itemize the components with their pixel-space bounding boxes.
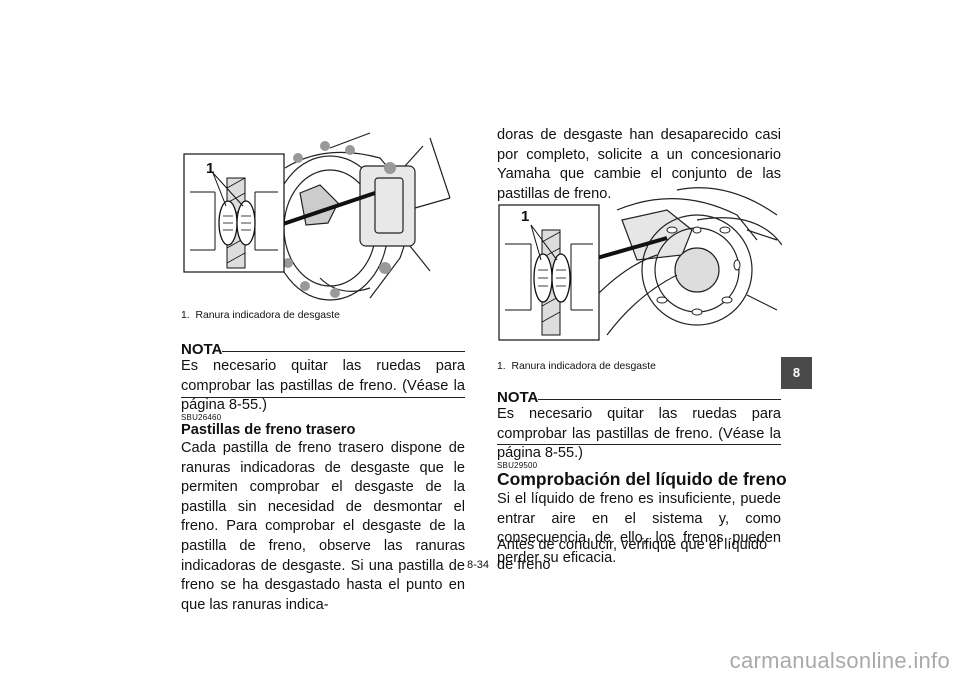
section-title: Pastillas de freno trasero — [181, 422, 356, 438]
nota-text: Es necesario quitar las ruedas para comp… — [181, 358, 465, 414]
figure-label: 1 — [521, 208, 530, 225]
section-code: SBU26460 — [181, 413, 222, 422]
section-text: Si el líquido de freno es insuficiente, … — [497, 491, 781, 566]
caption-number: 1. — [181, 310, 190, 321]
section-code: SBU29500 — [497, 461, 538, 470]
chapter-tab: 8 — [781, 357, 812, 389]
page-number: 8-34 — [467, 559, 490, 571]
nota-top-rule — [222, 351, 465, 352]
nota-title: NOTA — [181, 341, 223, 358]
caption-text: Ranura indicadora de desgaste — [195, 310, 340, 321]
section-text: Cada pastilla de freno trasero dispone d… — [181, 440, 465, 613]
section-text-continued: Antes de conducir, verifique que el líqu… — [497, 537, 768, 573]
nota-title: NOTA — [497, 389, 539, 406]
watermark: carmanualsonline.info — [729, 648, 950, 673]
section-title: Comprobación del líquido de freno — [497, 469, 787, 489]
nota-bottom-rule — [497, 444, 781, 445]
nota-bottom-rule — [181, 397, 465, 398]
left-figure: 1 — [180, 128, 465, 306]
nota-top-rule — [538, 399, 781, 400]
figure-caption: 1. Ranura indicadora de desgaste — [181, 310, 340, 321]
caption-text: Ranura indicadora de desgaste — [511, 361, 656, 372]
figure-label: 1 — [206, 160, 215, 177]
caption-number: 1. — [497, 361, 506, 372]
nota-text: Es necesario quitar las ruedas para comp… — [497, 406, 781, 462]
right-figure: 1 — [497, 180, 783, 358]
figure-caption: 1. Ranura indicadora de desgaste — [497, 361, 656, 372]
continued-text: doras de desgaste han desaparecido casi … — [497, 127, 781, 202]
